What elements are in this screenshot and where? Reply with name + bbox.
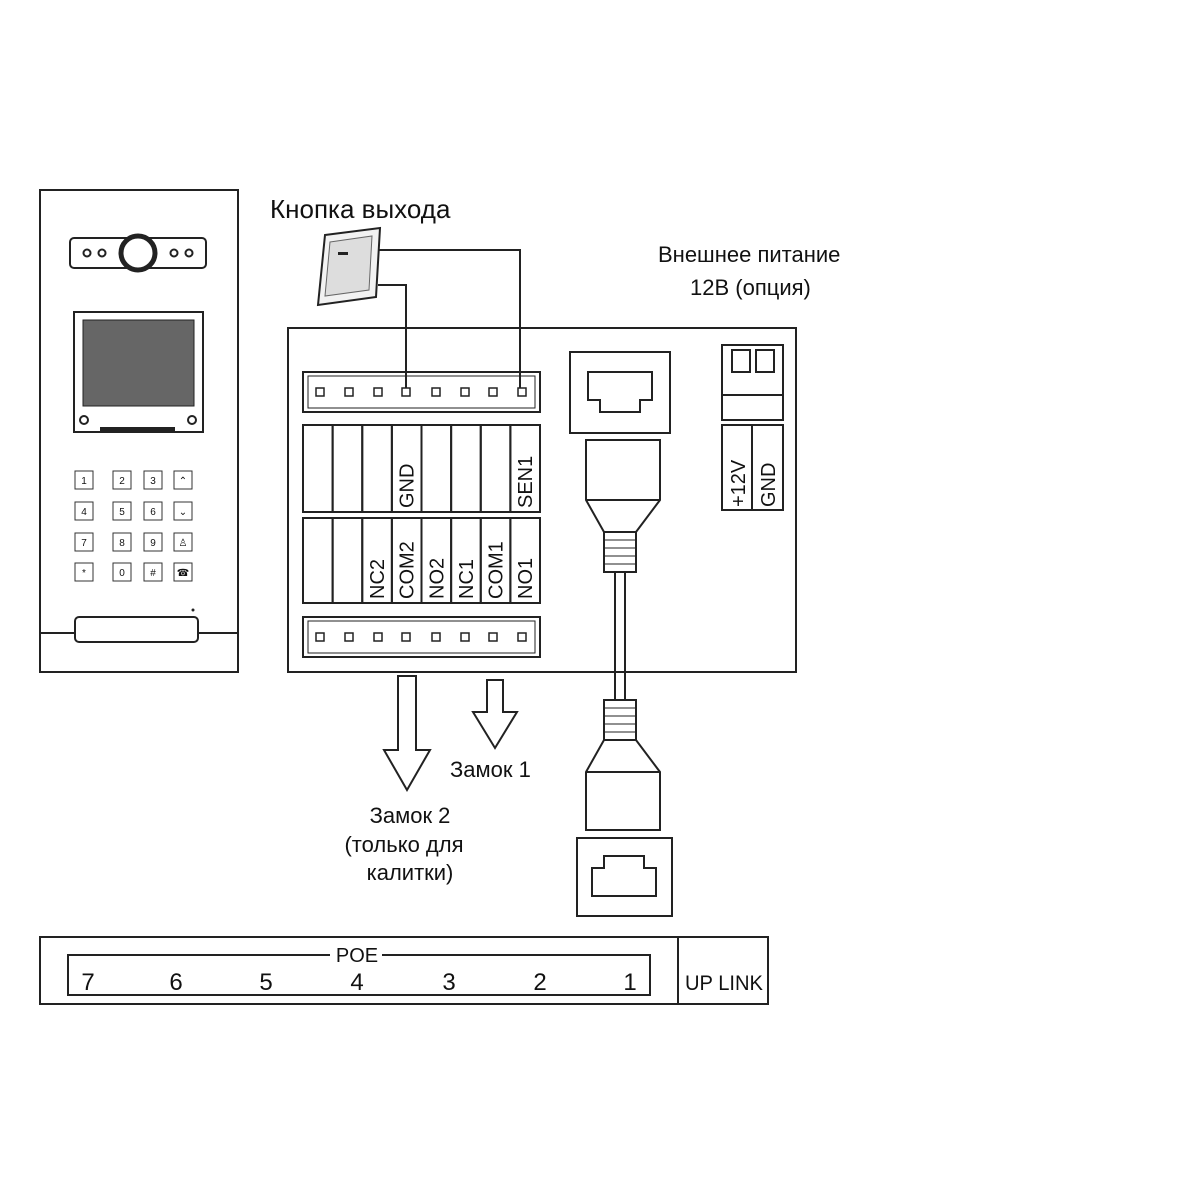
keypad-key-label: 0: [119, 568, 125, 579]
terminal-pin: [460, 387, 470, 397]
terminal-pin: [373, 632, 383, 642]
keypad-key: ⌄: [173, 501, 193, 521]
terminal-pin: [373, 387, 383, 397]
keypad-key: 4: [74, 501, 94, 521]
uplink-label: UP LINK: [685, 972, 763, 995]
keypad-key: 3: [143, 470, 163, 490]
keypad-key: 8: [112, 532, 132, 552]
keypad-key: #: [143, 562, 163, 582]
exit-button-device: [316, 226, 382, 307]
poe-port-number: 3: [442, 969, 455, 996]
keypad: 1 2 3 ⌃ 4 5 6 ⌄ 7 8 9 ♙ * 0 # ☎: [74, 470, 193, 582]
terminal-pin: [315, 632, 325, 642]
terminal-pin: [488, 632, 498, 642]
poe-port-number: 2: [533, 969, 546, 996]
keypad-key: 5: [112, 501, 132, 521]
keypad-key-label: ♙: [179, 538, 188, 549]
terminal-label: COM2: [397, 541, 419, 599]
poe-port-number: 1: [623, 969, 636, 996]
power-label-gnd: GND: [758, 463, 780, 507]
keypad-key-label: 3: [150, 476, 156, 487]
poe-port-number: 7: [81, 969, 94, 996]
terminal-connector-top: [302, 371, 541, 413]
rj45-port-switch: [576, 837, 673, 917]
ext-power-label: Внешнее питание: [658, 242, 840, 267]
terminal-label: COM1: [486, 541, 508, 599]
ethernet-cable: [585, 439, 661, 831]
lock2-label: Замок 2: [370, 803, 451, 828]
lock1-label: Замок 1: [450, 757, 531, 782]
card-reader: [74, 616, 199, 643]
terminal-label-row: GND SEN1: [302, 424, 541, 513]
power-label-12v: +12V: [728, 459, 750, 507]
exit-button-label: Кнопка выхода: [270, 194, 451, 224]
terminal-pin: [517, 632, 527, 642]
poe-port-number: 6: [169, 969, 182, 996]
keypad-key: 2: [112, 470, 132, 490]
keypad-key: 9: [143, 532, 163, 552]
intercom-panel: 1 2 3 ⌃ 4 5 6 ⌄ 7 8 9 ♙ * 0 # ☎: [39, 189, 239, 673]
ext-power-option-label: 12В (опция): [690, 275, 811, 300]
keypad-key-label: 2: [119, 476, 125, 487]
keypad-key: ♙: [173, 532, 193, 552]
terminal-label: NO1: [515, 558, 537, 599]
terminal-label: NC2: [367, 559, 389, 599]
poe-label: POE: [336, 945, 378, 967]
keypad-key: *: [74, 562, 94, 582]
keypad-key-label: 7: [81, 538, 87, 549]
terminal-label: SEN1: [515, 456, 537, 508]
terminal-pin: [488, 387, 498, 397]
controller-board: [287, 327, 797, 673]
keypad-key-label: 4: [81, 507, 87, 518]
terminal-pin: [460, 632, 470, 642]
arrow-lock2: [382, 675, 432, 793]
terminal-pin: [315, 387, 325, 397]
lock2-note-2: калитки): [367, 860, 454, 885]
poe-switch: POE 7 6 5 4 3 2 1 UP LINK: [39, 936, 769, 1005]
terminal-label: GND: [397, 464, 419, 508]
keypad-key: 1: [74, 470, 94, 490]
terminal-pin: [344, 387, 354, 397]
keypad-key-label: *: [82, 568, 86, 579]
terminal-label: NC1: [456, 559, 478, 599]
keypad-key-label: 6: [150, 507, 156, 518]
keypad-key: ⌃: [173, 470, 193, 490]
terminal-pin: [431, 387, 441, 397]
keypad-key-label: 8: [119, 538, 125, 549]
poe-port-number: 5: [259, 969, 272, 996]
camera-icon: [118, 233, 158, 273]
keypad-key: 0: [112, 562, 132, 582]
keypad-key-label: 5: [119, 507, 125, 518]
power-terminal: +12V GND: [721, 344, 784, 511]
terminal-pin: [431, 632, 441, 642]
keypad-key: 7: [74, 532, 94, 552]
poe-port-number: 4: [350, 969, 363, 996]
keypad-key: ☎: [173, 562, 193, 582]
keypad-key-label: 1: [81, 476, 87, 487]
keypad-key-label: #: [150, 568, 156, 579]
keypad-key-label: ⌄: [179, 507, 187, 518]
keypad-key-label: ⌃: [179, 476, 187, 487]
keypad-key-label: 9: [150, 538, 156, 549]
terminal-pin: [401, 632, 411, 642]
arrow-lock1: [471, 679, 519, 750]
terminal-pin: [517, 387, 527, 397]
terminal-label-row: NC2 COM2 NO2 NC1 COM1 NO1: [302, 517, 541, 604]
rj45-port-board: [569, 351, 671, 434]
terminal-pin: [344, 632, 354, 642]
panel-screen: [73, 311, 204, 433]
terminal-label: NO2: [426, 558, 448, 599]
lock2-note: (только для: [344, 832, 463, 857]
keypad-key-label: ☎: [177, 568, 189, 579]
terminal-connector-bottom: [302, 616, 541, 658]
keypad-key: 6: [143, 501, 163, 521]
terminal-pin: [401, 387, 411, 397]
